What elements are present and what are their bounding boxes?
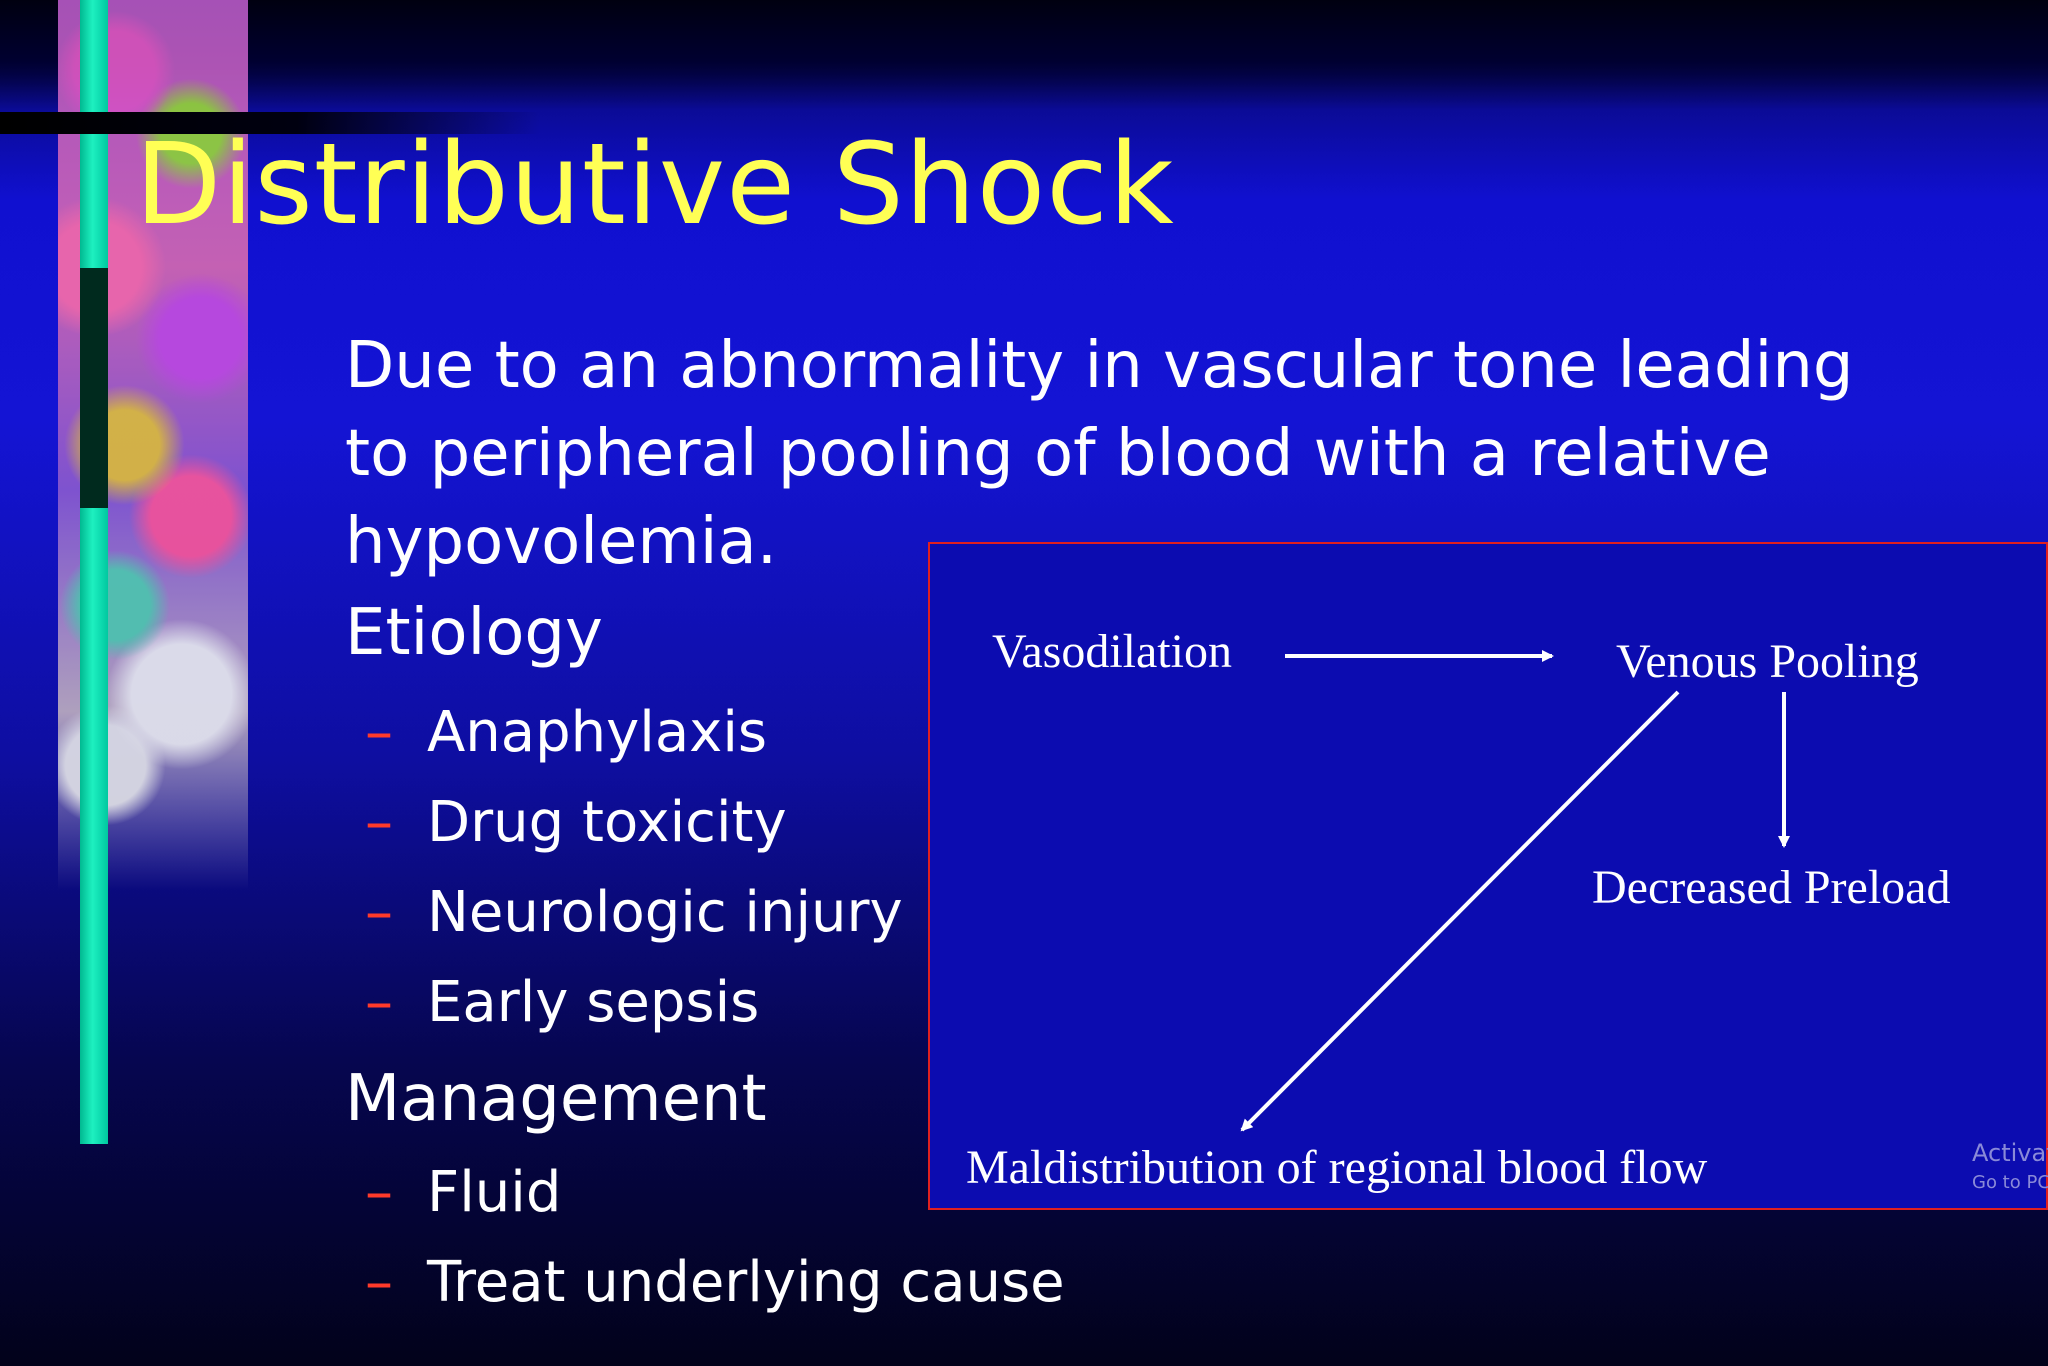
node-maldistribution: Maldistribution of regional blood flow (966, 1141, 1708, 1194)
bullet-dash: – (365, 970, 393, 1035)
description-line-2: to peripheral pooling of blood with a re… (345, 417, 1771, 491)
node-vasodilation: Vasodilation (992, 625, 1232, 678)
vertical-accent-bar (80, 0, 108, 1144)
etiology-heading: Etiology (345, 596, 603, 670)
arrow-venous-pooling-to-maldistribution (1240, 690, 1680, 1132)
horizontal-dark-bar (0, 112, 540, 134)
management-item: –Fluid (365, 1160, 561, 1225)
bullet-dash: – (365, 1250, 393, 1315)
bullet-dash: – (365, 790, 393, 855)
management-item-label: Treat underlying cause (427, 1250, 1065, 1315)
watermark-line-1: Activat (1972, 1139, 2048, 1167)
management-item: –Treat underlying cause (365, 1250, 1065, 1315)
description-paragraph: Due to an abnormality in vascular tone l… (345, 322, 1905, 586)
slide-title: Distributive Shock (135, 120, 1175, 250)
management-heading: Management (345, 1062, 767, 1136)
node-venous-pooling: Venous Pooling (1616, 635, 1919, 688)
flow-diagram: Vasodilation Venous Pooling Decreased Pr… (928, 542, 2048, 1210)
bullet-dash: – (365, 700, 393, 765)
etiology-item: –Anaphylaxis (365, 700, 767, 765)
diagram-arrows (1240, 650, 1790, 1132)
description-line-3: hypovolemia. (345, 505, 778, 579)
bullet-dash: – (365, 880, 393, 945)
etiology-item: –Neurologic injury (365, 880, 903, 945)
etiology-item-label: Anaphylaxis (427, 700, 768, 765)
management-item-label: Fluid (427, 1160, 562, 1225)
watermark-line-2: Go to PC (1972, 1172, 2048, 1193)
etiology-item-label: Early sepsis (427, 970, 760, 1035)
activation-watermark: Activat Go to PC (1972, 1138, 2048, 1198)
bullet-dash: – (365, 1160, 393, 1225)
description-line-1: Due to an abnormality in vascular tone l… (345, 329, 1854, 403)
node-decreased-preload: Decreased Preload (1592, 861, 1951, 914)
vertical-accent-bar-dark-segment (80, 268, 108, 508)
etiology-item: –Drug toxicity (365, 790, 787, 855)
top-dark-band (0, 0, 2048, 110)
etiology-item-label: Drug toxicity (427, 790, 787, 855)
etiology-item-label: Neurologic injury (427, 880, 903, 945)
etiology-item: –Early sepsis (365, 970, 759, 1035)
